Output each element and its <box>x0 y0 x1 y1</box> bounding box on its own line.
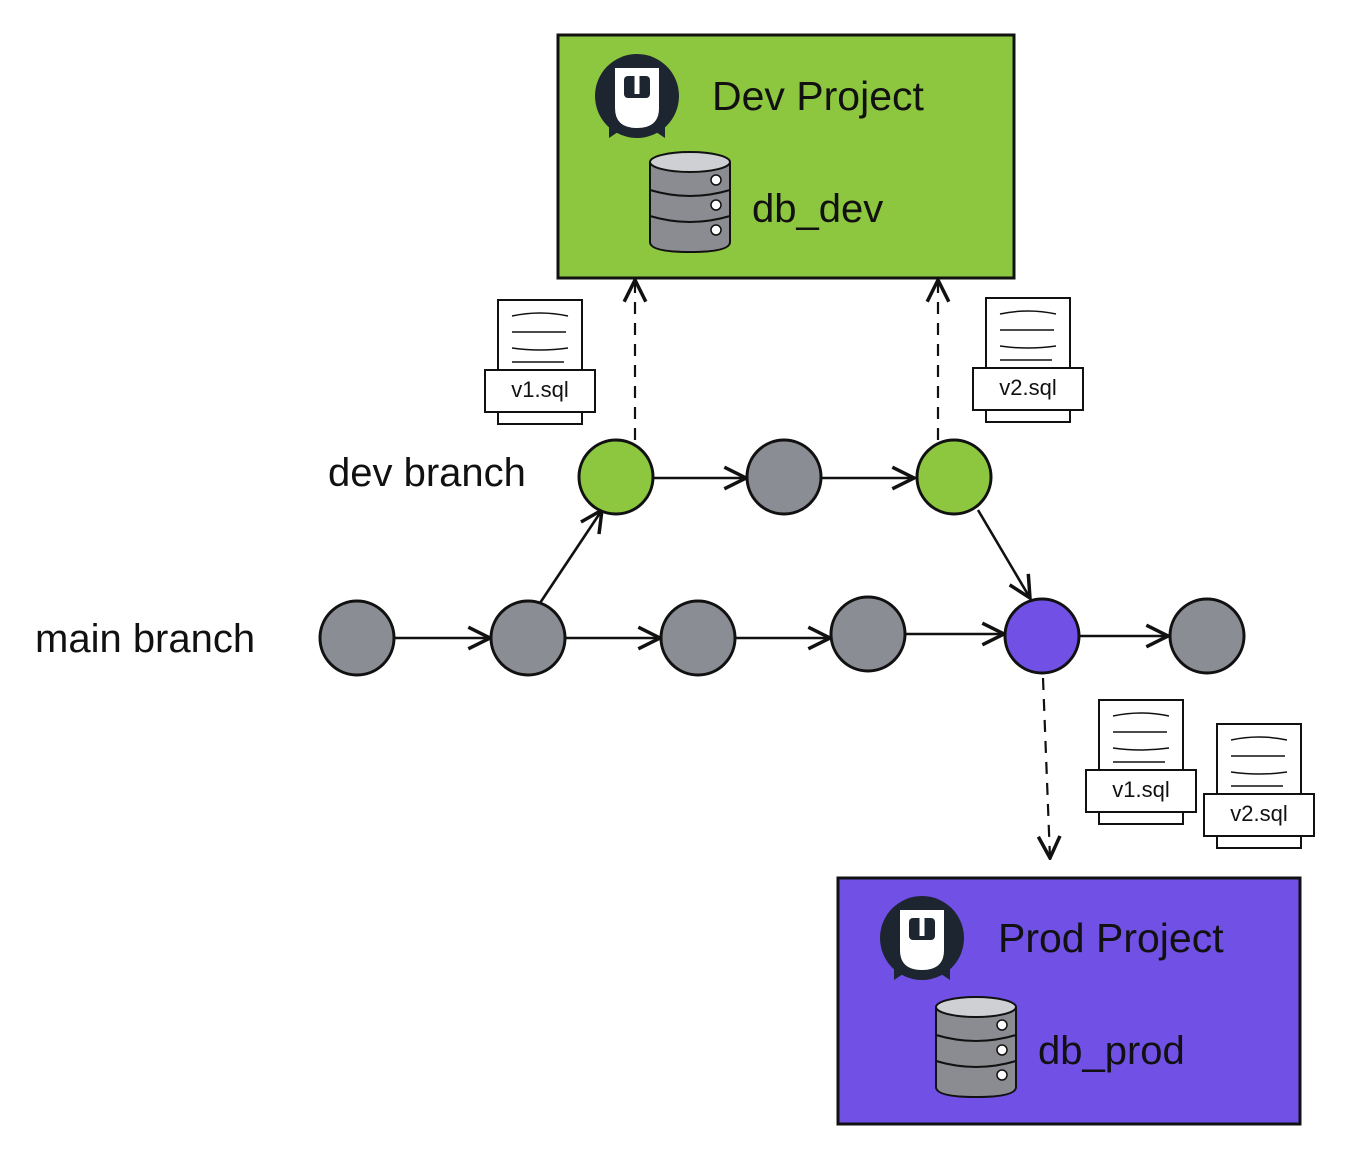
prod-database-name: db_prod <box>1038 1029 1185 1073</box>
brand-logo-icon <box>880 896 964 980</box>
sql-file-label: v1.sql <box>1112 777 1169 802</box>
commit-node-green <box>577 438 655 516</box>
dev-database-name: db_dev <box>752 187 883 231</box>
commit-node-gray <box>659 599 737 677</box>
brand-logo-icon <box>595 54 679 138</box>
commit-node-gray <box>745 438 823 516</box>
database-icon <box>935 996 1017 1098</box>
branch-off-link <box>538 510 602 604</box>
sql-file-dev-v1: v1.sql <box>484 299 596 425</box>
sql-file-icon <box>484 299 596 425</box>
sql-file-dev-v2: v2.sql <box>972 297 1084 423</box>
deploy-arrow-prod <box>1043 677 1050 858</box>
commit-node-gray <box>318 599 396 677</box>
prod-project-title: Prod Project <box>998 915 1224 961</box>
sql-file-prod-v2: v2.sql <box>1203 723 1315 849</box>
dev-project-title: Dev Project <box>712 73 925 119</box>
main-branch-label: main branch <box>35 617 255 661</box>
prod-project-box: Prod Project db_prod <box>836 876 1302 1126</box>
sql-file-icon <box>1085 699 1197 825</box>
sql-file-icon <box>1203 723 1315 849</box>
commit-node-gray <box>1168 597 1246 675</box>
sql-file-label: v1.sql <box>511 377 568 402</box>
database-icon <box>649 151 731 253</box>
dev-project-box: Dev Project db_dev <box>556 33 1016 280</box>
sql-file-icon <box>972 297 1084 423</box>
commit-node-purple <box>1003 597 1081 675</box>
sql-file-label: v2.sql <box>999 375 1056 400</box>
sql-file-label: v2.sql <box>1230 801 1287 826</box>
commit-node-gray <box>829 595 907 673</box>
dev-branch-label: dev branch <box>328 451 526 495</box>
merge-link <box>976 509 1030 598</box>
sql-file-prod-v1: v1.sql <box>1085 699 1197 825</box>
commit-node-gray <box>489 599 567 677</box>
commit-node-green <box>915 438 993 516</box>
